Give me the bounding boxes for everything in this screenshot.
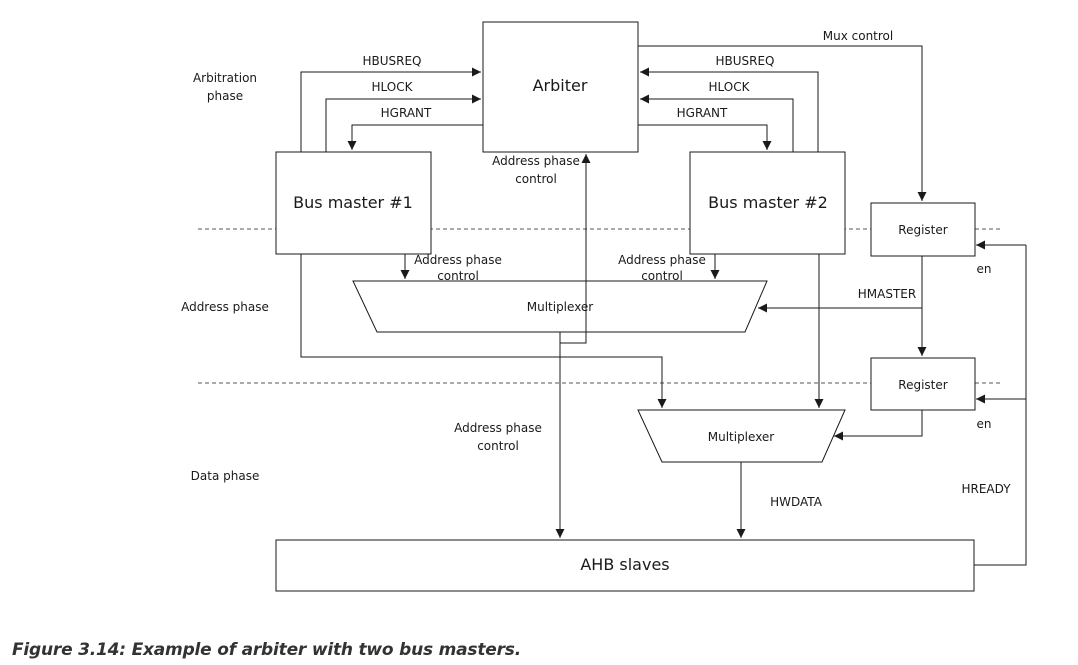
hlock-1-line — [325, 94, 481, 152]
hbusreq-1-label: HBUSREQ — [362, 54, 421, 68]
en-2-label: en — [977, 417, 992, 431]
bus-master-2-label: Bus master #2 — [708, 193, 828, 212]
address-phase-label: Address phase — [181, 300, 269, 314]
bus-master-1-block — [275, 151, 432, 255]
hbusreq-2-label: HBUSREQ — [715, 54, 774, 68]
hmaster-label: HMASTER — [858, 287, 916, 301]
hready-label: HREADY — [961, 482, 1011, 496]
figure-caption: Figure 3.14: Example of arbiter with two… — [12, 640, 521, 660]
en-1-label: en — [977, 262, 992, 276]
slaves-addr-ctrl-label-line2: control — [477, 439, 519, 453]
bm1-addr-ctrl-label-line1: Address phase — [414, 253, 502, 267]
hlock-1-label: HLOCK — [372, 80, 414, 94]
register2-to-mux2-line — [834, 410, 923, 441]
multiplexer-1-block — [352, 280, 768, 333]
multiplexer-1-label: Multiplexer — [527, 300, 594, 314]
hlock-2-line — [640, 94, 794, 152]
hready-line — [974, 245, 1027, 566]
register-2-label: Register — [898, 378, 947, 392]
hgrant-1-label: HGRANT — [381, 106, 432, 120]
mux1-to-arbiter-line — [560, 154, 591, 344]
bus-master-1-label: Bus master #1 — [293, 193, 413, 212]
arbiter-label: Arbiter — [533, 76, 588, 95]
arbiter-block — [482, 21, 639, 153]
ahb-slaves-label: AHB slaves — [580, 555, 669, 574]
hlock-2-label: HLOCK — [709, 80, 751, 94]
multiplexer-2-block — [637, 409, 846, 463]
bm1-addr-ctrl-label-line2: control — [437, 269, 479, 283]
arbitration-phase-label-line1: Arbitration — [193, 71, 257, 85]
slaves-addr-ctrl-label-line1: Address phase — [454, 421, 542, 435]
hgrant-2-line — [638, 124, 772, 150]
bm1-wdata-line — [300, 254, 667, 408]
multiplexer-2-label: Multiplexer — [708, 430, 775, 444]
register-1-block — [870, 202, 976, 257]
data-phase-label: Data phase — [191, 469, 260, 483]
arbiter-addr-ctrl-label-line2: control — [515, 172, 557, 186]
arbitration-phase-label-line2: phase — [207, 89, 243, 103]
bus-master-2-block — [689, 151, 846, 255]
register-2-block — [870, 357, 976, 411]
mux-control-label: Mux control — [823, 29, 893, 43]
bm2-addr-ctrl-label-line1: Address phase — [618, 253, 706, 267]
ahb-slaves-block — [275, 539, 975, 592]
register-1-label: Register — [898, 223, 947, 237]
hbusreq-1-line — [300, 67, 481, 152]
mux-control-line — [638, 45, 927, 201]
hgrant-2-label: HGRANT — [677, 106, 728, 120]
hbusreq-2-line — [640, 67, 819, 152]
hgrant-1-line — [347, 124, 483, 150]
arbiter-addr-ctrl-label-line1: Address phase — [492, 154, 580, 168]
bm2-addr-ctrl-label-line2: control — [641, 269, 683, 283]
hwdata-label: HWDATA — [770, 495, 823, 509]
